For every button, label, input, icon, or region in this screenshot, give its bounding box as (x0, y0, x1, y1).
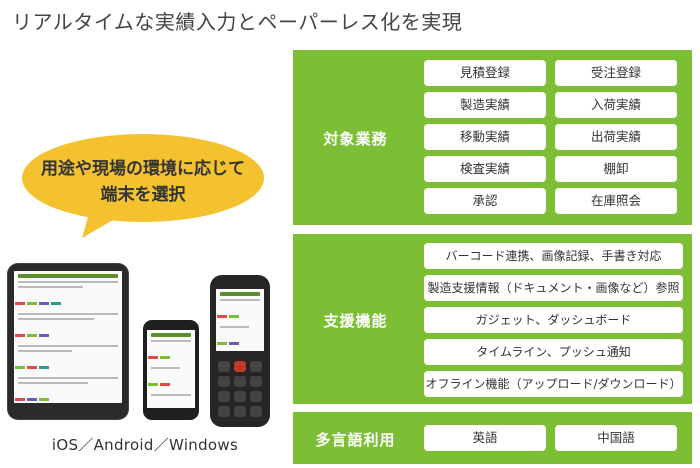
platforms-label: iOS／Android／Windows (51, 436, 239, 454)
smartphone-icon (143, 320, 199, 420)
speech-bubble: 用途や現場の環境に応じて 端末を選択 (20, 132, 266, 238)
item-chinese: 中国語 (555, 425, 677, 451)
item-approval: 承認 (424, 188, 546, 214)
item-quote-registration: 見積登録 (424, 60, 546, 86)
page-title: リアルタイムな実績入力とペーパーレス化を実現 (12, 10, 463, 34)
item-production-results: 製造実績 (424, 92, 546, 118)
tablet-icon (8, 264, 128, 419)
item-shipping-results: 出荷実績 (555, 124, 677, 150)
item-offline-function: オフライン機能（アップロード/ダウンロード） (424, 371, 683, 397)
item-gadget-dashboard: ガジェット、ダッシュボード (424, 307, 683, 333)
multilingual-panel: 多言語利用 英語 中国語 (293, 412, 692, 464)
item-timeline-push: タイムライン、プッシュ通知 (424, 339, 683, 365)
item-barcode-image-handwriting: バーコード連携、画像記録、手書き対応 (424, 243, 683, 269)
target-operations-panel: 対象業務 見積登録 受注登録 製造実績 入荷実績 移動実績 出荷実績 検査実績 … (293, 50, 692, 225)
item-inspection-results: 検査実績 (424, 156, 546, 182)
item-stock-inquiry: 在庫照会 (555, 188, 677, 214)
panel-label: 対象業務 (323, 130, 388, 148)
panel-label: 支援機能 (323, 312, 388, 330)
item-production-support-info: 製造支援情報（ドキュメント・画像など）参照 (424, 275, 683, 301)
support-functions-panel: 支援機能 バーコード連携、画像記録、手書き対応 製造支援情報（ドキュメント・画像… (293, 234, 692, 404)
item-english: 英語 (424, 425, 546, 451)
item-order-registration: 受注登録 (555, 60, 677, 86)
handheld-terminal-icon (210, 275, 270, 427)
bubble-line-1: 用途や現場の環境に応じて (41, 159, 245, 179)
item-inventory-count: 棚卸 (555, 156, 677, 182)
item-transfer-results: 移動実績 (424, 124, 546, 150)
speech-bubble-shape (22, 134, 264, 238)
bubble-line-2: 端末を選択 (100, 185, 186, 205)
item-receiving-results: 入荷実績 (555, 92, 677, 118)
panel-label: 多言語利用 (315, 431, 396, 449)
